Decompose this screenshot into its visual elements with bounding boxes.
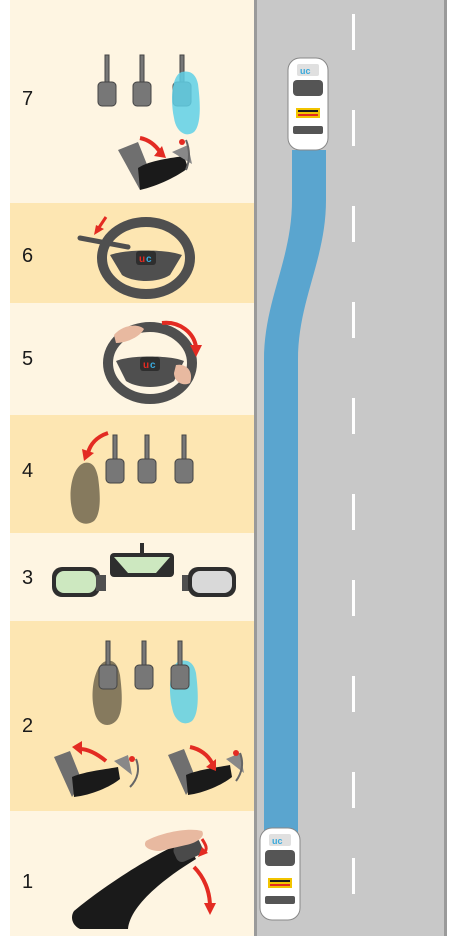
car-icon: uc: [288, 58, 328, 150]
instruction-steps: 7 6 u: [10, 0, 254, 936]
steering-wheel-turn-icon: u c: [10, 303, 254, 415]
pedals-accelerate-icon: [10, 0, 254, 203]
step-6: 6 u c: [10, 203, 254, 303]
clutch-and-accelerator-icon: [10, 621, 254, 811]
indicator-stalk-icon: u c: [10, 203, 254, 303]
svg-text:c: c: [146, 254, 152, 265]
svg-text:uc: uc: [300, 66, 311, 76]
handbrake-release-icon: [10, 811, 254, 936]
foot-off-clutch-icon: [10, 415, 254, 533]
step-3: 3: [10, 533, 254, 621]
step-5: 5 u c: [10, 303, 254, 415]
svg-text:c: c: [150, 360, 156, 371]
step-1: 1: [10, 811, 254, 936]
svg-text:uc: uc: [272, 836, 283, 846]
svg-text:u: u: [143, 360, 149, 371]
car-icon: uc: [260, 828, 300, 920]
step-2: 2: [10, 621, 254, 811]
road-map: uc uc: [254, 0, 447, 936]
step-7: 7: [10, 0, 254, 203]
svg-text:u: u: [139, 254, 145, 265]
step-4: 4: [10, 415, 254, 533]
road: uc uc: [254, 0, 447, 936]
mirrors-check-icon: [10, 533, 254, 621]
